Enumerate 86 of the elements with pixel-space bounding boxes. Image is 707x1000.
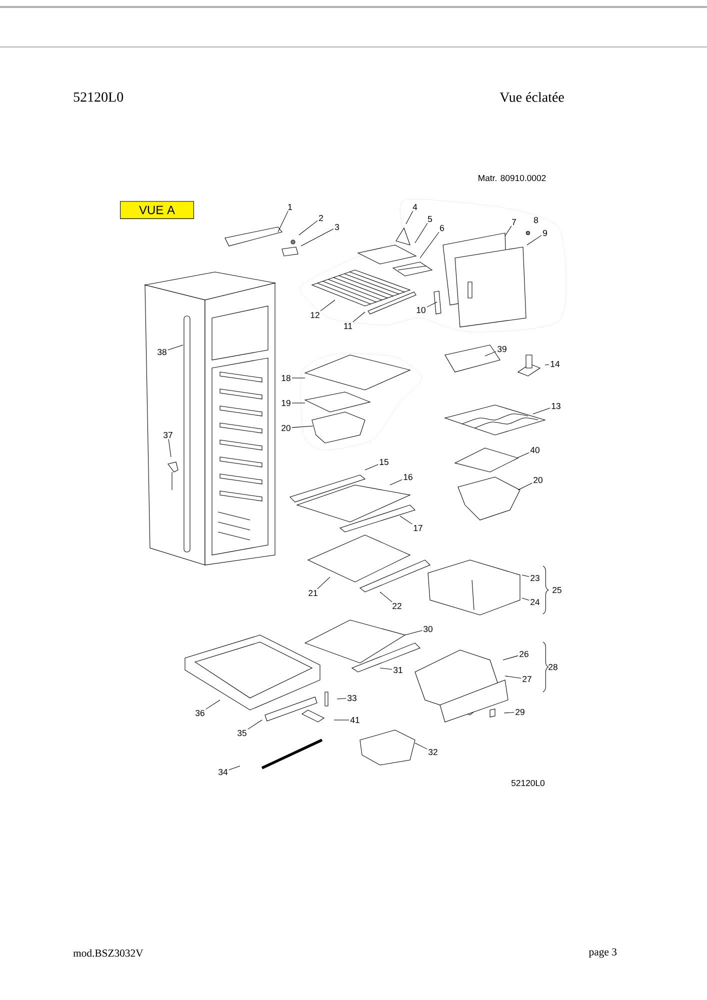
callout-number: 9 [542,230,547,236]
callout-number: 36 [196,710,204,716]
leader-line [168,438,172,458]
callout-number: 4 [412,204,418,210]
callout-number: 13 [552,402,560,410]
callout-number: 20 [282,424,290,432]
callout-number: 3 [334,224,340,230]
page-number: page 3 [588,948,616,958]
leader-line [336,698,346,700]
leader-line [414,222,428,244]
callout-number: 7 [512,219,516,225]
leader-line [380,592,392,602]
model-code: 52120L0 [511,780,544,786]
leader-line [544,364,550,366]
callout-number: 34 [218,768,228,776]
leader-line [414,742,428,750]
leader-line [532,408,550,414]
callout-number: 29 [516,708,524,716]
callout-number: 32 [428,748,438,756]
callout-number: 8 [534,216,538,224]
leader-line [320,300,336,312]
leader-line [522,574,530,577]
callout-number: 31 [394,666,402,674]
leader-line [317,576,330,590]
leader-line [206,700,220,710]
leader-line [502,655,518,660]
callout-number: 24 [530,599,540,606]
callout-number: 1 [288,204,292,210]
callout-number: 41 [350,717,360,723]
callout-number: 2 [319,215,323,222]
callout-number: 28 [548,664,558,670]
callout-number: 17 [414,525,422,531]
serial-number: Matr. 80910.0002 [478,174,546,182]
callout-number: 25 [552,586,562,594]
callout-number: 27 [522,676,532,682]
model-code: mod.BSZ3032V [73,949,144,957]
leader-line [406,210,414,224]
leader-line [390,479,402,486]
callout-number: 12 [310,312,320,318]
callout-number: 5 [428,216,432,222]
callout-number: 38 [158,348,166,356]
leader-line [298,220,318,236]
callout-number: 14 [550,361,560,367]
leader-line [526,235,542,246]
leader-line [516,452,530,458]
leader-line [352,312,366,322]
callout-number: 39 [498,346,506,352]
callout-number: 19 [282,400,290,406]
leader-line [400,516,412,524]
model-code: 52120L0 [74,92,124,102]
callout-number: 11 [344,323,352,329]
leader-line [522,598,530,600]
leader-line [292,402,306,404]
leader-line [380,668,392,670]
page-title: Vue éclatée [500,92,564,102]
callout-number: 21 [308,590,318,596]
callout-number: 33 [348,694,356,702]
callout-number: 15 [380,459,388,466]
callout-number: 37 [164,432,172,438]
leader-line [426,302,438,308]
view-label-box: VUE A [120,201,194,219]
leader-line [420,232,440,258]
callout-number: 22 [392,603,402,610]
callout-number: 35 [238,730,246,736]
callout-number: 30 [424,626,432,632]
leader-line [228,766,240,770]
leader-line [504,676,522,678]
leader-line [518,482,532,490]
callout-number: 16 [404,474,412,480]
callout-number: 18 [282,374,290,382]
leader-line [168,344,184,350]
callout-number: 40 [530,446,540,454]
leader-line [278,210,288,232]
leader-line [364,464,378,470]
leader-line [504,226,512,236]
callout-number: 20 [534,476,542,484]
leader-line [404,630,422,636]
leader-line [504,712,514,714]
callout-number: 6 [440,224,444,232]
callout-number: 26 [520,650,528,658]
leader-line [248,720,262,730]
callout-number: 23 [530,574,540,582]
leader-line [484,351,496,356]
leader-line [300,228,334,246]
callout-number: 10 [416,306,426,314]
leader-line [292,426,314,428]
